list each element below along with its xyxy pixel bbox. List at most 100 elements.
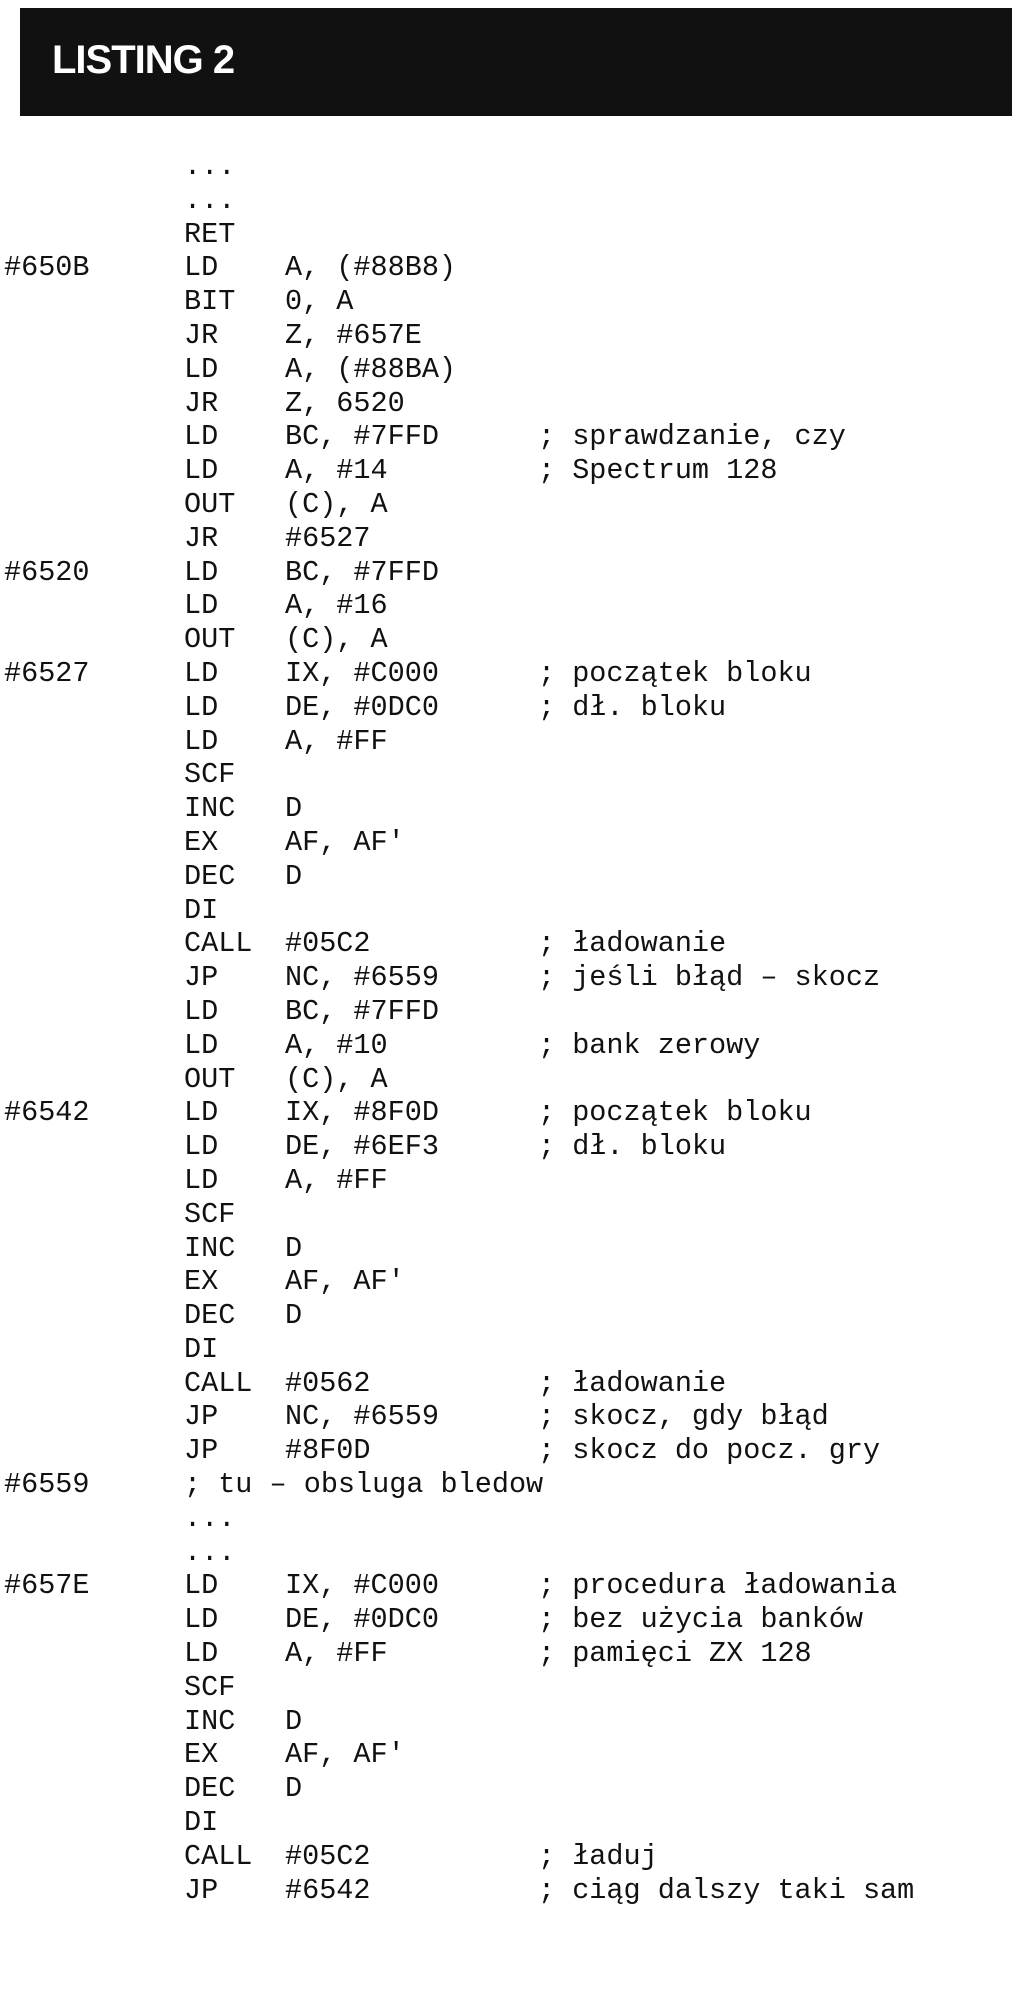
code-operand: D (285, 1299, 303, 1333)
code-operand: A, #10 (285, 1028, 388, 1062)
code-operand: DE, #0DC0 (285, 1603, 439, 1637)
code-operand: IX, #C000 (285, 656, 439, 690)
code-operand: DE, #6EF3 (285, 1130, 439, 1164)
code-operand: A, #FF (285, 724, 388, 758)
code-mnemonic: DEC (184, 1299, 236, 1333)
code-mnemonic: DI (184, 1806, 219, 1840)
code-mnemonic: INC (184, 1704, 236, 1738)
code-mnemonic: DEC (184, 1772, 236, 1806)
code-line: CALL#05C2; ładowanie (0, 927, 1028, 961)
code-mnemonic: OUT (184, 623, 236, 657)
code-operand: Z, #657E (285, 318, 422, 352)
code-comment: ; początek bloku (538, 1096, 812, 1130)
code-operand: BC, #7FFD (285, 994, 439, 1028)
code-line: CALL#0562; ładowanie (0, 1367, 1028, 1401)
code-operand: NC, #6559 (285, 1400, 439, 1434)
code-line: OUT(C), A (0, 1063, 1028, 1097)
code-operand: #05C2 (285, 1839, 371, 1873)
code-mnemonic: JP (184, 1873, 219, 1907)
code-comment: ; początek bloku (538, 656, 812, 690)
code-line: #6559; tu – obsluga bledow (0, 1468, 1028, 1502)
code-comment: ; ciąg dalszy taki sam (538, 1873, 915, 1907)
code-line: ... (0, 150, 1028, 184)
code-operand: #0562 (285, 1366, 371, 1400)
code-line: LD A, #FF (0, 1164, 1028, 1198)
code-mnemonic: LD (184, 690, 219, 724)
code-line: LD A, (#88BA) (0, 353, 1028, 387)
code-mnemonic: ... (184, 1535, 236, 1569)
code-mnemonic: DEC (184, 859, 236, 893)
code-mnemonic: LD (184, 1028, 219, 1062)
code-mnemonic: ... (184, 150, 236, 183)
code-mnemonic: ... (184, 1501, 236, 1535)
code-comment: ; dł. bloku (538, 1130, 727, 1164)
code-operand: A, (#88BA) (285, 352, 457, 386)
code-operand: A, #FF (285, 1163, 388, 1197)
code-line: DI (0, 1806, 1028, 1840)
code-mnemonic: JP (184, 1400, 219, 1434)
code-mnemonic: LD (184, 1569, 219, 1603)
code-operand: Z, 6520 (285, 386, 405, 420)
code-line: OUT(C), A (0, 623, 1028, 657)
code-mnemonic: LD (184, 1163, 219, 1197)
code-label: #6527 (4, 656, 90, 690)
code-label: #6559 (4, 1468, 90, 1502)
code-operand: #6527 (285, 521, 371, 555)
code-line: JP NC, #6559 ; skocz, gdy błąd (0, 1400, 1028, 1434)
code-line: OUT(C), A (0, 488, 1028, 522)
code-mnemonic: BIT (184, 285, 236, 319)
code-mnemonic: LD (184, 1637, 219, 1671)
code-operand: D (285, 859, 303, 893)
code-line: SCF (0, 758, 1028, 792)
code-comment: ; Spectrum 128 (538, 454, 778, 488)
code-comment: ; ładowanie (538, 1366, 727, 1400)
code-comment: ; skocz, gdy błąd (538, 1400, 829, 1434)
code-line: DI (0, 894, 1028, 928)
code-operand: AF, AF' (285, 825, 405, 859)
code-line: CALL#05C2; ładuj (0, 1840, 1028, 1874)
code-mnemonic: DI (184, 1332, 219, 1366)
listing-header: LISTING 2 (20, 8, 1012, 116)
code-mnemonic: LD (184, 555, 219, 589)
code-mnemonic: LD (184, 251, 219, 285)
code-line: LD BC, #7FFD ; sprawdzanie, czy (0, 420, 1028, 454)
code-line: JP#6542; ciąg dalszy taki sam (0, 1874, 1028, 1908)
listing-title: LISTING 2 (52, 38, 235, 82)
code-operand: D (285, 1704, 303, 1738)
code-comment: ; procedura ładowania (538, 1569, 898, 1603)
code-operand: (C), A (285, 487, 388, 521)
code-mnemonic: INC (184, 792, 236, 826)
code-line: INC D (0, 1705, 1028, 1739)
code-comment: ; bank zerowy (538, 1028, 761, 1062)
code-operand: BC, #7FFD (285, 420, 439, 454)
code-mnemonic: LD (184, 454, 219, 488)
code-comment: ; ładowanie (538, 927, 727, 961)
code-mnemonic: CALL (184, 1839, 253, 1873)
code-label: #6542 (4, 1096, 90, 1130)
code-line: DEC D (0, 1299, 1028, 1333)
code-line: ... (0, 1536, 1028, 1570)
code-operand: NC, #6559 (285, 961, 439, 995)
code-operand: A, #FF (285, 1637, 388, 1671)
code-mnemonic: LD (184, 420, 219, 454)
code-operand: BC, #7FFD (285, 555, 439, 589)
code-comment: ; pamięci ZX 128 (538, 1637, 812, 1671)
code-mnemonic: EX (184, 1265, 219, 1299)
code-comment: ; sprawdzanie, czy (538, 420, 846, 454)
code-mnemonic: DI (184, 893, 219, 927)
code-comment: ; skocz do pocz. gry (538, 1434, 881, 1468)
code-operand: A, #14 (285, 454, 388, 488)
code-mnemonic: LD (184, 352, 219, 386)
